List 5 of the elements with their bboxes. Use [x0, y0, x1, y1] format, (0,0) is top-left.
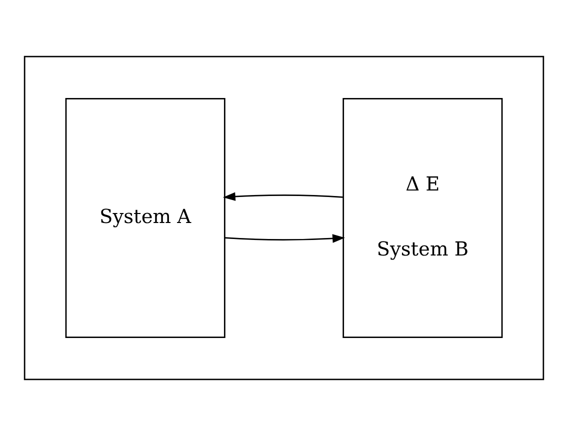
node-box: Δ E System B — [342, 97, 503, 338]
arrow — [224, 234, 345, 242]
node-box: System A — [65, 97, 226, 338]
arrow — [222, 192, 343, 200]
cluster — [24, 55, 544, 380]
